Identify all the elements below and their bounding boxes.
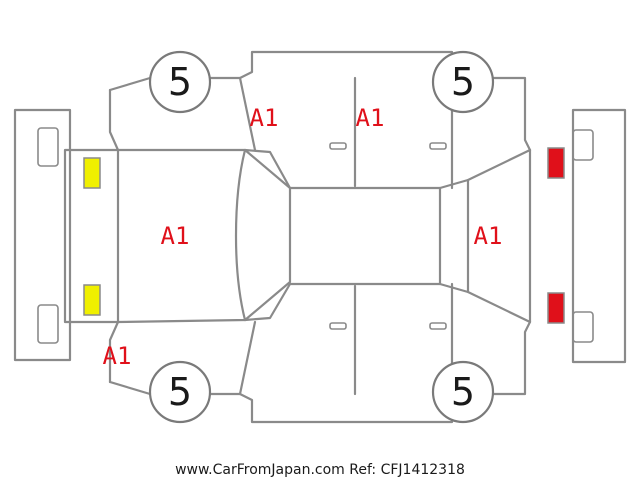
tyre-front-right: 5: [148, 360, 212, 424]
code-tailgate: A1: [474, 222, 503, 250]
tyre-rear-right: 5: [431, 360, 495, 424]
footer-watermark: www.CarFromJapan.com Ref: CFJ1412318: [175, 462, 465, 478]
tyre-rear-right-score: 5: [451, 370, 475, 414]
tyre-rear-left-score: 5: [451, 60, 475, 104]
code-front-door-left: A1: [250, 104, 279, 132]
rear-lamp-right: [547, 292, 565, 324]
code-front-bumper-left: A1: [103, 342, 132, 370]
tyre-front-left-score: 5: [168, 60, 192, 104]
rear-bumper: [571, 108, 627, 364]
code-hood: A1: [161, 222, 190, 250]
code-rear-door-left: A1: [356, 104, 385, 132]
tyre-front-left: 5: [148, 50, 212, 114]
front-lamp-right: [83, 284, 101, 316]
rear-lamp-left: [547, 147, 565, 179]
front-bumper: [13, 108, 72, 362]
tyre-front-right-score: 5: [168, 370, 192, 414]
car-body-outline: [63, 148, 532, 324]
tyre-rear-left: 5: [431, 50, 495, 114]
front-lamp-left: [83, 157, 101, 189]
